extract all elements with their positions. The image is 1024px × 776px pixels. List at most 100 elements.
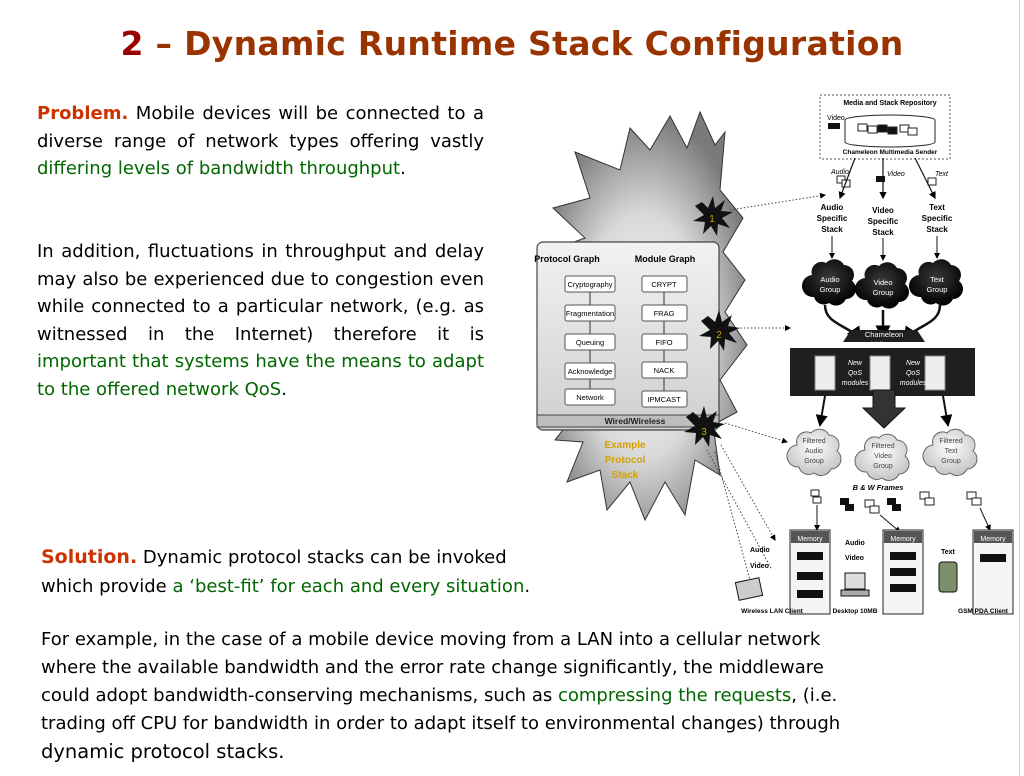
title-dash: – [143,24,185,63]
group-label-line: Group [927,285,948,294]
solution-line-1: Solution. Dynamic protocol stacks can be… [41,543,631,572]
problem-end: . [400,158,406,179]
filtered-text-cloud: Filtered Text Group [922,428,978,476]
stack-label-line: Stack [821,225,843,234]
file-icon [907,127,918,136]
text-file-icon [927,177,937,186]
group-label-line: Video [873,278,892,287]
bw-frames-label: B & W Frames [853,483,904,492]
sender-label: Chameleon Multimedia Sender [843,149,938,156]
file-icon [867,125,878,134]
memory-module: Memory [972,529,1014,615]
problem-paragraph-2: In addition, fluctuations in throughput … [37,238,484,403]
client-audio-label: Audio [845,540,865,547]
solution-text: Dynamic protocol stacks can be invoked [137,547,507,568]
solution-paragraph: Solution. Dynamic protocol stacks can be… [41,543,631,601]
filtered-label-line: Group [941,458,961,465]
protocol-panel [536,241,720,431]
stack-label-line: Video [872,206,894,215]
wired-label: Wired/Wireless [605,416,666,426]
video-group-cloud: Video Group [854,262,909,309]
marker-2: 2 [699,310,740,351]
file-icon [857,123,868,132]
architecture-diagram: Protocol Graph Module Graph Cryptography… [534,94,1014,615]
marker-label: 2 [716,330,722,341]
module-item: CRYPT [651,280,677,289]
down-arrow [861,389,907,429]
module-box [924,355,946,391]
pda-icon [938,561,958,593]
media-audio-label: Audio [830,169,849,176]
camera-icon [828,123,840,129]
protocol-graph-title: Protocol Graph [534,254,600,264]
desktop-base-icon [840,589,870,597]
protocol-item: Queuing [576,338,604,347]
stack-label-line: Stack [926,225,948,234]
solution-highlight: a ‘best-fit’ for each and every situatio… [172,576,525,597]
filtered-label-line: Audio [805,448,823,455]
marker-1: 1 [693,196,733,236]
solution-label: Solution. [41,546,138,568]
memory-label: Memory [980,536,1006,543]
marker-3: 3 [684,406,725,447]
memory-label: Memory [890,536,916,543]
protocol-item: Acknowledge [568,367,613,376]
client-video-label: Video [750,563,769,570]
middleware-tab [843,330,925,342]
example-stack-line: Example [604,440,646,451]
filtered-label-line: Text [945,448,958,455]
problem-highlight: differing levels of bandwidth throughput [37,158,401,179]
qos-label-line: New [848,360,863,367]
client-text-label: Text [941,549,956,556]
media-video-label: Video [887,171,905,178]
file-icon [877,124,888,133]
filtered-label-line: Filtered [802,438,825,445]
marker-label: 1 [709,214,715,225]
problem-label: Problem. [37,103,129,124]
video-icon [876,176,885,182]
module-items: CRYPT FRAG FIFO NACK IPMCAST [641,275,688,408]
laptop-icon [734,577,764,601]
module-graph-title: Module Graph [635,254,696,264]
client-video-label: Video [845,555,864,562]
memory-module: Memory [882,529,924,615]
wired-bar [536,414,720,428]
marker-label: 3 [701,427,707,438]
problem-text-2: In addition, fluctuations in throughput … [37,241,484,345]
client-name: GSM PDA Client [958,608,1009,615]
example-line-1: For example, in the case of a mobile dev… [41,629,821,650]
stack-label-line: Specific [817,214,848,223]
media-text-label: Text [935,171,949,178]
memory-module: Memory [789,529,831,615]
stack-label-line: Audio [821,203,844,212]
protocol-item: Cryptography [567,280,612,289]
stack-label-line: Specific [922,214,953,223]
solution-text-2: which provide [41,576,173,597]
solution-end: . [524,576,531,597]
filtered-label-line: Group [804,458,824,465]
filtered-label-line: Video [874,453,892,460]
audio-stack-label: Audio Specific Stack [817,203,848,234]
title-number: 2 [120,24,144,63]
desktop-icon [844,572,866,590]
module-item: NACK [654,366,675,375]
slide-border [1019,0,1020,776]
qos-label-line: QoS [906,370,920,377]
repository-title: Media and Stack Repository [843,100,936,107]
video-stack-label: Video Specific Stack [868,206,899,237]
module-item: FRAG [654,309,675,318]
stack-label-line: Stack [872,228,894,237]
client-name: Wireless LAN Client [741,608,804,615]
title-text: Dynamic Runtime Stack Configuration [184,24,904,63]
problem-text: Mobile devices will be connected to a di… [37,103,484,152]
solution-line-2: which provide a ‘best-fit’ for each and … [41,572,631,601]
group-label-line: Group [873,288,894,297]
frame-icons [810,489,982,514]
module-item: IPMCAST [647,395,681,404]
example-line-2: where the available bandwidth and the er… [41,657,824,678]
protocol-item: Fragmentation [566,309,614,318]
qos-label-line: modules [900,380,927,387]
group-label-line: Text [930,275,945,284]
protocol-item: Network [576,393,604,402]
client-audio-label: Audio [750,547,770,554]
